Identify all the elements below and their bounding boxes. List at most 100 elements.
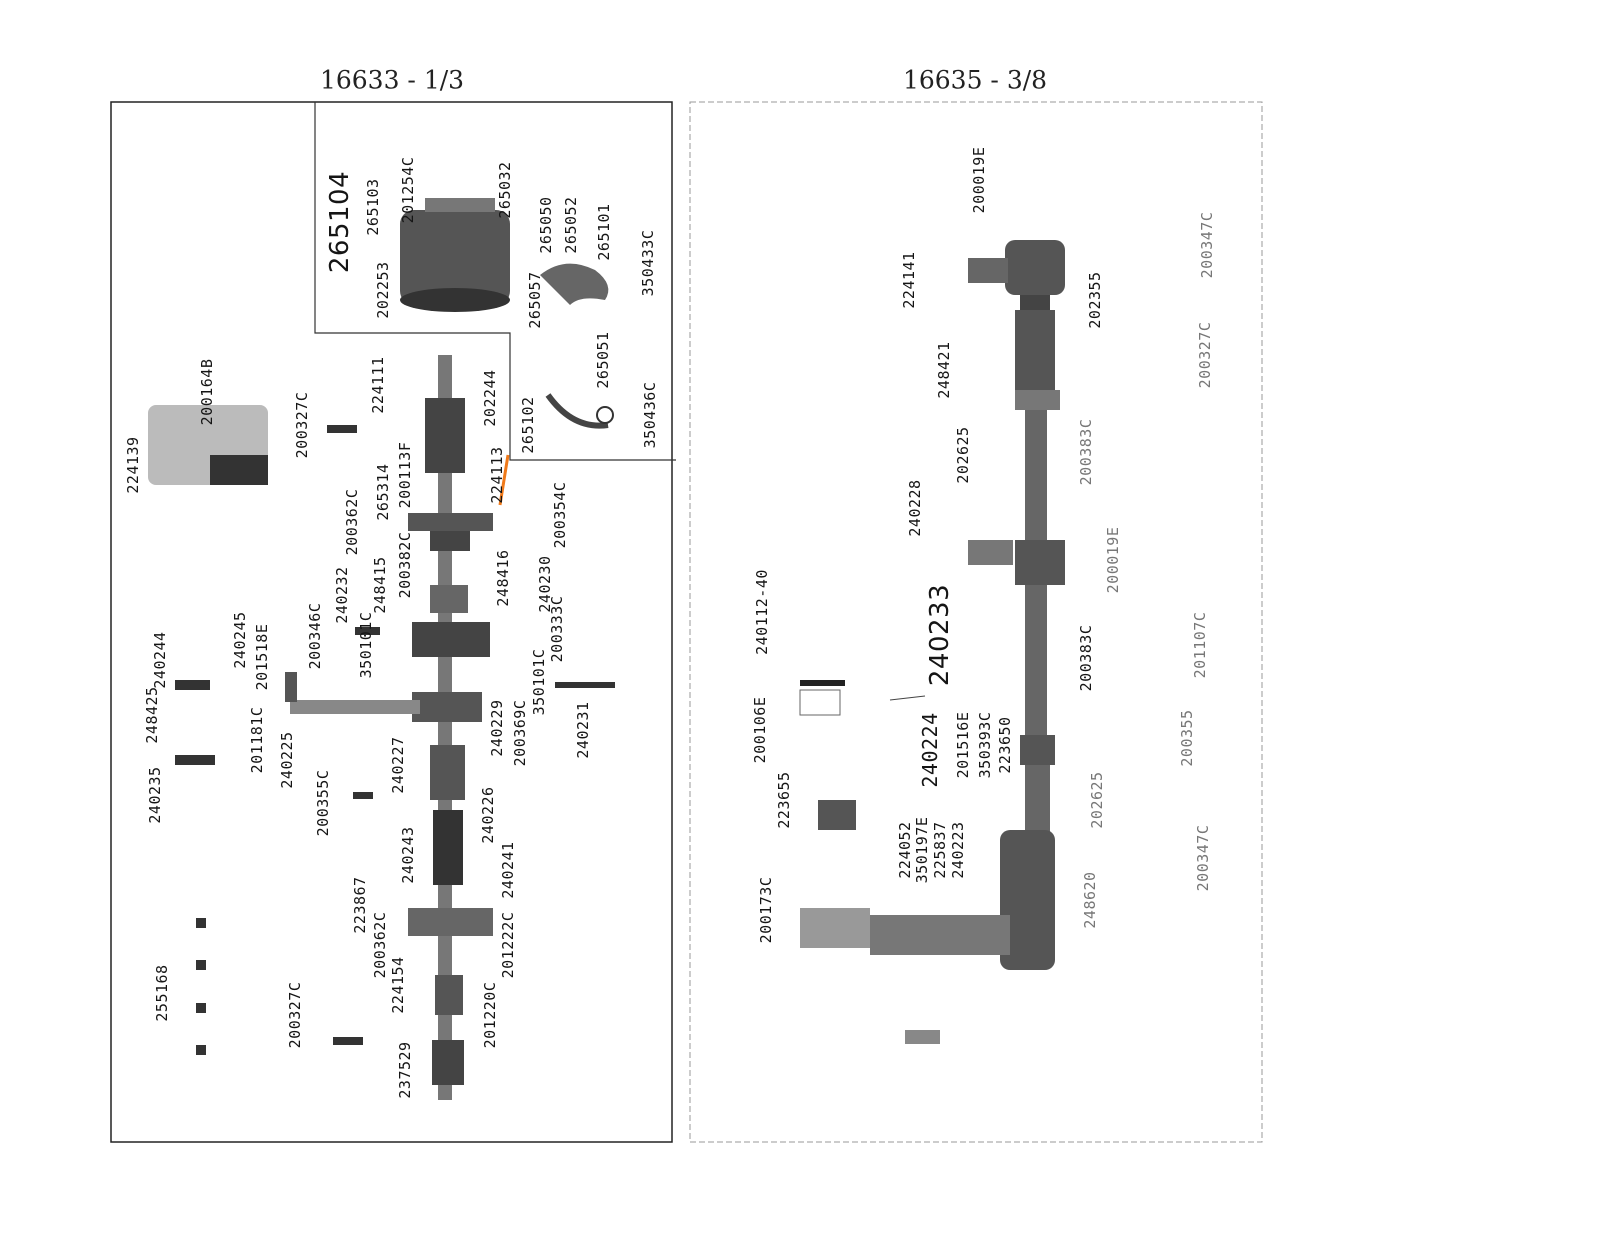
left-part-label: 201518E [253,623,271,691]
left-part-label: 350436C [641,381,659,449]
left-part-label: 200354C [551,481,569,549]
right-part-label: 202625 [954,426,972,484]
left-part-label: 265051 [594,331,612,389]
tube-assembly [800,240,1065,1044]
left-part-label: 350101C [530,648,548,716]
pin-240112-40 [800,680,845,686]
left-part-label: 240244 [151,631,169,689]
left-part-label: 200369C [511,699,529,767]
left-part-label: 200333C [548,595,566,663]
left-part-label: 265102 [519,396,537,454]
pin-240231 [555,682,615,688]
right-part-label: 350393C [976,711,994,779]
right-part-label: 350197E [913,816,931,884]
right-part-label: 200383C [1077,418,1095,486]
right-part-label: 240224 [918,712,942,788]
left-part-label: 240226 [479,786,497,844]
drum-assembly [400,198,510,312]
right-part-label: 223655 [775,771,793,829]
arc-lever-265102 [545,393,609,429]
screw-240244 [175,680,210,690]
left-part-label: 200362C [371,911,389,979]
left-part-label: 265032 [496,161,514,219]
right-part-label: 201516E [954,711,972,779]
left-part-label: 200362C [343,488,361,556]
right-part-label: 202355 [1086,271,1104,329]
left-panel-frame [110,101,673,1143]
left-part-label: 240229 [488,699,506,757]
left-part-label: 265050 [537,196,555,254]
right-part-label: 200019E [970,146,988,214]
left-part-label: 265314 [374,463,392,521]
left-part-label: 265057 [526,271,544,329]
right-part-label: 248620 [1081,871,1099,929]
lever-265101 [540,263,609,305]
screw-200327C [327,425,357,433]
right-part-label: 200106E [751,696,769,764]
left-part-label: 200113F [396,441,414,509]
right-part-label: 200019E [1104,526,1122,594]
left-part-label: 248425 [143,686,161,744]
left-part-label: 201181C [248,706,266,774]
screw-240235 [175,755,215,765]
right-part-label: 224141 [900,251,918,309]
left-part-label: 200355C [314,769,332,837]
left-part-label: 265103 [364,178,382,236]
right-part-label: 224052 [896,821,914,879]
right-part-label: 225837 [931,821,949,879]
left-part-label: 200164B [198,358,216,426]
left-part-label: 224154 [389,956,407,1014]
left-part-label: 201220C [481,981,499,1049]
left-part-label: 224113 [488,446,506,504]
left-part-label: 223867 [351,876,369,934]
right-panel-frame [689,101,1263,1143]
left-part-label: 200327C [293,391,311,459]
block-223655 [818,800,856,830]
left-part-label: 202253 [374,261,392,319]
left-part-label: 350433C [639,229,657,297]
left-part-label: 201222C [499,911,517,979]
right-part-label: 200347C [1194,824,1212,892]
left-part-label: 202244 [481,369,499,427]
right-part-label: 240228 [906,479,924,537]
left-part-label: 224139 [124,436,142,494]
right-part-label: 223650 [996,716,1014,774]
right-part-label: 200173C [757,876,775,944]
right-part-label: 202625 [1088,771,1106,829]
left-figure-title: 16633 - 1/3 [319,65,465,95]
left-part-label: 265104 [325,170,355,274]
studs-255168 [196,918,206,1055]
left-part-label: 248415 [371,556,389,614]
left-part-label: 240245 [231,611,249,669]
left-part-label: 240241 [499,841,517,899]
left-part-label: 201254C [399,156,417,224]
right-part-label: 200327C [1196,321,1214,389]
right-part-label: 248421 [935,341,953,399]
left-part-label: 265052 [562,196,580,254]
left-part-label: 240235 [146,766,164,824]
left-part-label: 350101C [357,611,375,679]
right-part-label: 240233 [925,583,955,687]
left-part-label: 200346C [306,602,324,670]
right-part-label: 200347C [1198,211,1216,279]
arm-201181C [290,700,420,714]
right-part-label: 240112-40 [753,569,771,655]
left-part-label: 200327C [286,981,304,1049]
left-part-label: 248416 [494,549,512,607]
left-part-label: 200382C [396,531,414,599]
left-part-label: 240225 [278,731,296,789]
right-part-label: 240223 [949,821,967,879]
left-part-label: 224111 [369,356,387,414]
left-part-label: 240227 [389,736,407,794]
right-part-label: 200383C [1077,624,1095,692]
right-part-label: 201107C [1191,611,1209,679]
right-figure-title: 16635 - 3/8 [902,65,1048,95]
right-part-label: 200355 [1178,709,1196,767]
left-part-label: 265101 [595,203,613,261]
left-part-label: 240243 [399,826,417,884]
left-part-label: 240231 [574,701,592,759]
inset-box-265104 [314,102,676,461]
orange-annotation-mark [498,454,510,506]
left-part-label: 237529 [396,1041,414,1099]
